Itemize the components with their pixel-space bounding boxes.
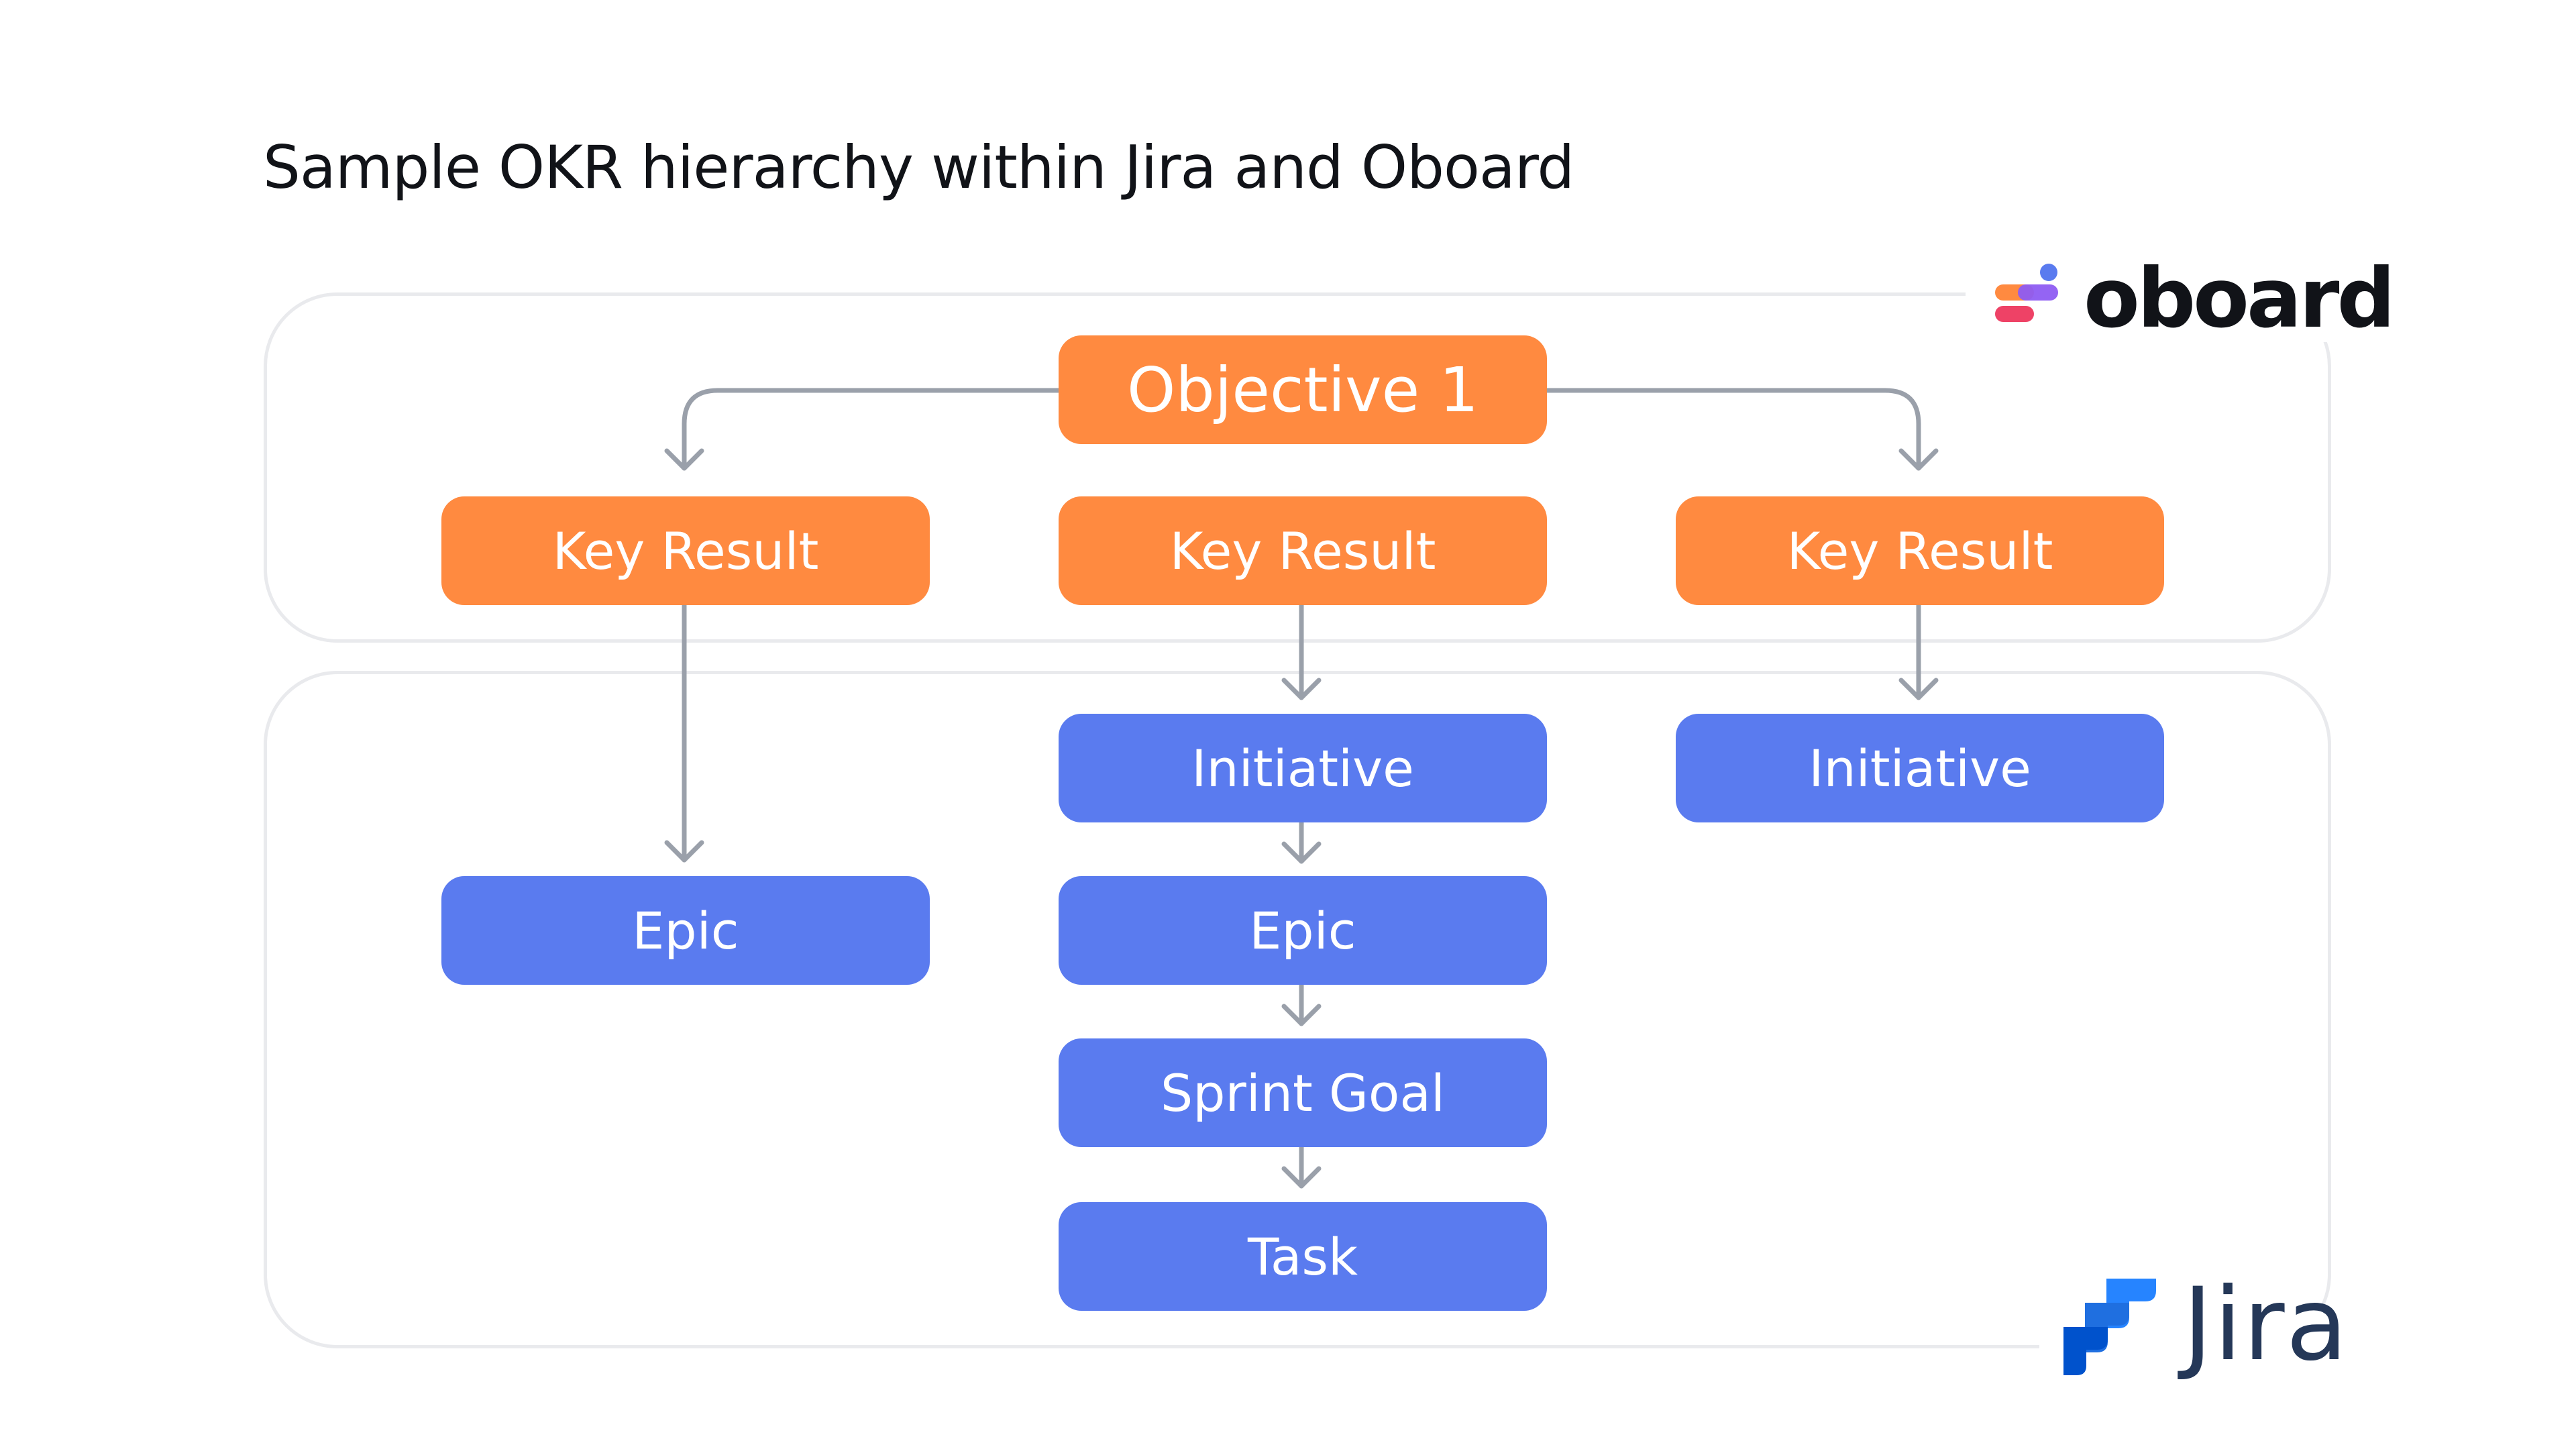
- arrowhead-left-kr: [664, 448, 704, 471]
- connector-objective-to-left-kr: [682, 388, 1061, 471]
- epic-node-center: Epic: [1059, 876, 1547, 985]
- arrowhead-center-epic: [1281, 841, 1322, 864]
- sprint-goal-node: Sprint Goal: [1059, 1038, 1547, 1147]
- arrowhead-right-kr: [1898, 448, 1939, 471]
- connector-objective-to-right-kr: [1542, 388, 1921, 471]
- initiative-node-right: Initiative: [1676, 714, 2164, 822]
- initiative-node-center: Initiative: [1059, 714, 1547, 822]
- jira-wordmark: Jira: [2183, 1267, 2349, 1383]
- epic-node-left: Epic: [441, 876, 930, 985]
- diagram-title: Sample OKR hierarchy within Jira and Obo…: [263, 133, 1574, 202]
- key-result-node-right: Key Result: [1676, 496, 2164, 605]
- jira-mark-icon: [2063, 1279, 2156, 1375]
- arrowhead-sprint-goal: [1281, 1004, 1322, 1026]
- oboard-wordmark: oboard: [2084, 251, 2396, 346]
- arrowhead-left-epic: [664, 840, 704, 863]
- oboard-mark-icon: [1995, 264, 2058, 322]
- objective-node: Objective 1: [1059, 335, 1547, 444]
- key-result-node-left: Key Result: [441, 496, 930, 605]
- arrowhead-center-initiative: [1281, 678, 1322, 700]
- oboard-logo: oboard: [1992, 251, 2396, 346]
- task-node: Task: [1059, 1202, 1547, 1311]
- arrowhead-right-initiative: [1898, 678, 1939, 700]
- jira-logo: Jira: [2059, 1275, 2349, 1375]
- jira-work-group: [264, 671, 2331, 1348]
- key-result-node-center: Key Result: [1059, 496, 1547, 605]
- arrowhead-task: [1281, 1166, 1322, 1189]
- oboard-okr-group: [264, 292, 2331, 643]
